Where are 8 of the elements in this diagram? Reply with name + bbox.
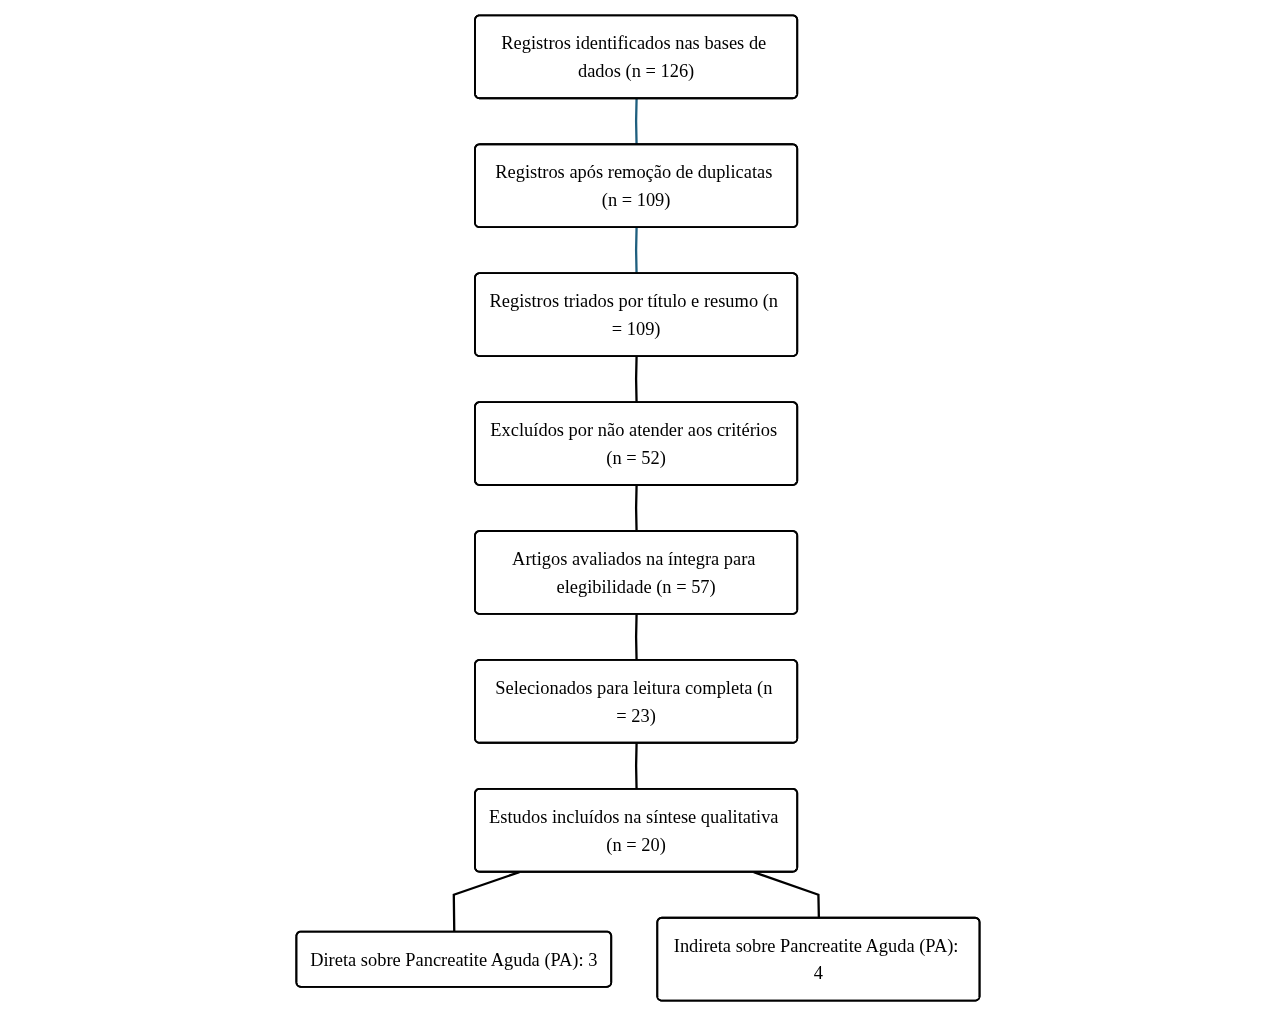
- connector: [635, 356, 638, 403]
- connector: [635, 613, 638, 660]
- connector: [452, 870, 520, 932]
- connector: [635, 227, 638, 274]
- connector: [635, 484, 638, 531]
- connector: [635, 98, 638, 145]
- connector: [635, 742, 638, 789]
- connector: [753, 870, 821, 918]
